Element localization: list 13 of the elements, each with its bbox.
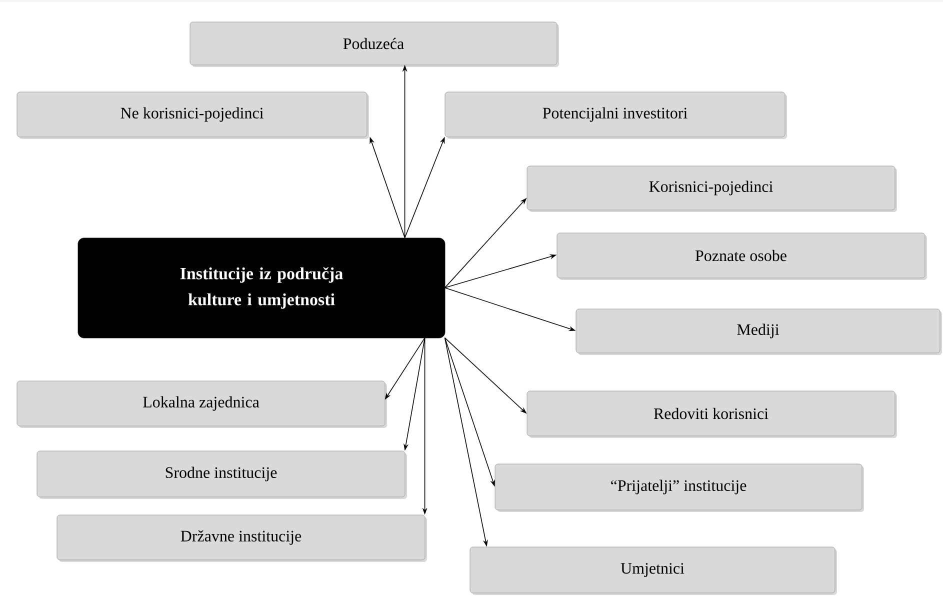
stakeholder-box: Korisnici-pojedinci	[526, 166, 897, 212]
stakeholder-box: Srodne institucije	[36, 450, 407, 499]
stakeholder-box: Državne institucije	[56, 514, 427, 562]
stakeholder-box: Mediji	[576, 308, 942, 355]
stakeholder-box: Poznate osobe	[556, 232, 927, 280]
stakeholder-box: “Prijatelji” institucije	[494, 464, 864, 512]
stakeholder-box: Lokalna zajednica	[16, 380, 387, 428]
stakeholder-box: Ne korisnici-pojedinci	[16, 92, 369, 139]
stakeholder-box: Potencijalni investitori	[444, 92, 787, 139]
stakeholder-box: Redoviti korisnici	[526, 390, 897, 438]
stakeholder-box: Umjetnici	[470, 546, 837, 595]
central-box: Institucije iz područja kulture i umjetnosti	[78, 238, 446, 338]
stakeholder-box: Poduzeća	[190, 22, 559, 67]
